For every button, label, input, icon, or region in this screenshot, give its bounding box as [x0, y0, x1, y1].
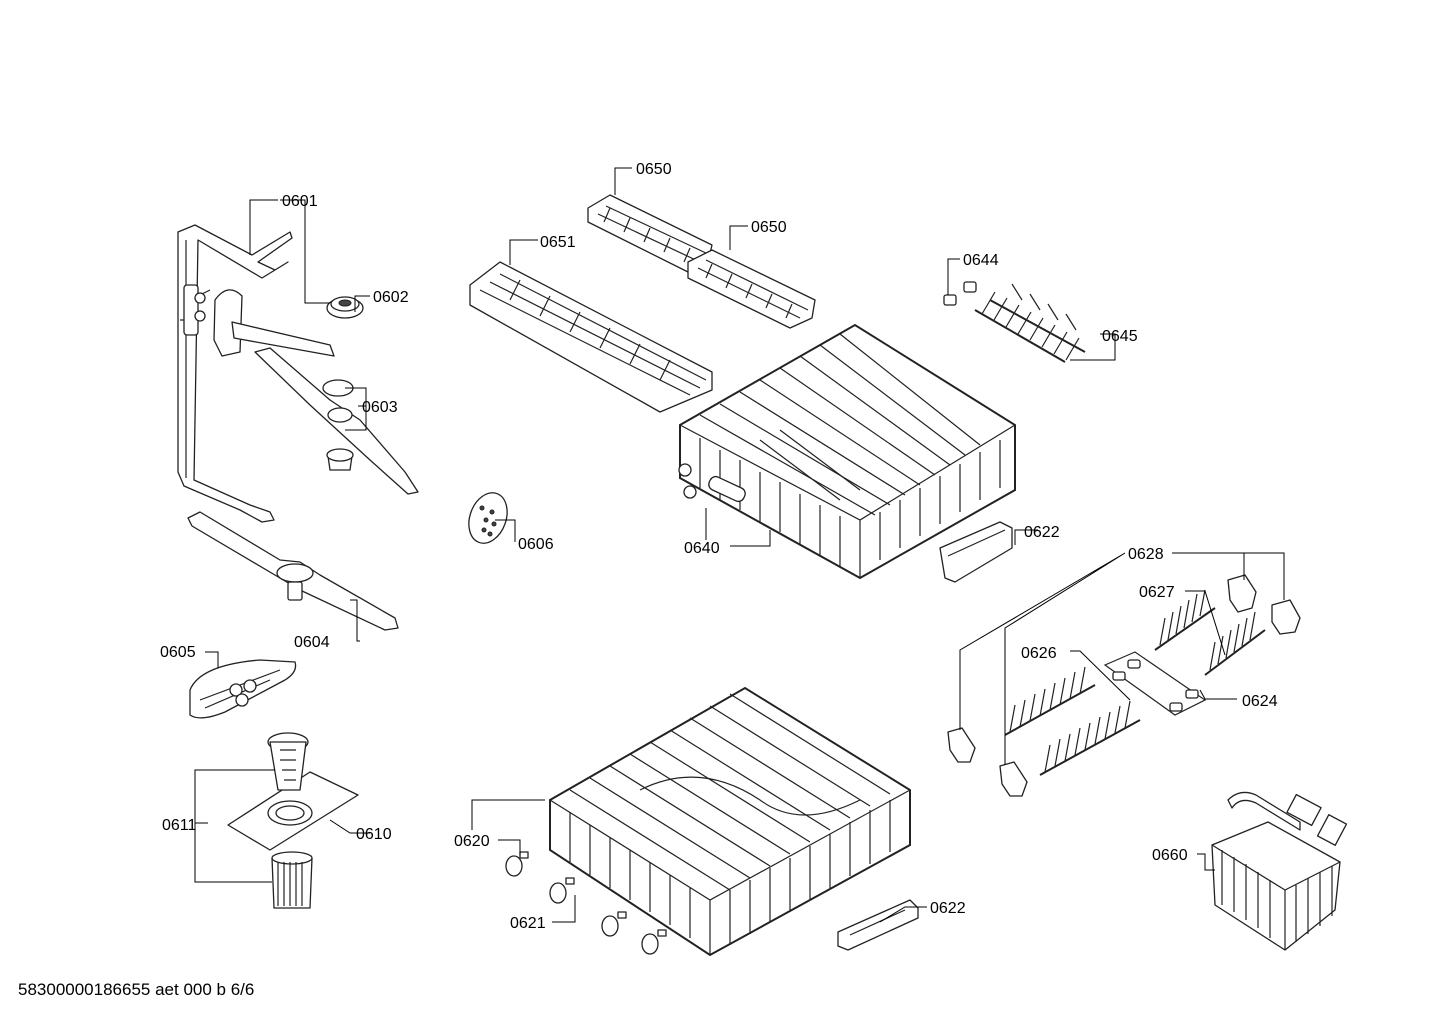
folding-spike-rack-part [974, 283, 1086, 363]
cover-plate-part [189, 659, 297, 719]
basket-wheel-part [505, 851, 667, 955]
label-0650-upper: 0650 [636, 161, 672, 178]
clip-part [943, 281, 977, 306]
tine-row-part-0627 [1154, 589, 1266, 676]
label-0604: 0604 [294, 634, 330, 651]
label-0650-lower: 0650 [751, 219, 787, 236]
label-0626: 0626 [1021, 645, 1057, 662]
label-0602: 0602 [373, 289, 409, 306]
upper-spray-arm-part [213, 289, 419, 495]
lower-basket-part [549, 686, 911, 957]
label-0603: 0603 [362, 399, 398, 416]
label-0622-upper: 0622 [1024, 524, 1060, 541]
label-0621: 0621 [510, 915, 546, 932]
holder-bracket-part [947, 574, 1301, 797]
micro-filter-part [227, 771, 359, 851]
bracket-clip-part [1103, 651, 1207, 716]
basket-handle-part-lower [837, 899, 919, 951]
label-0627: 0627 [1139, 584, 1175, 601]
part-number-labels: 0601 0602 0603 0604 0605 0606 0610 0611 … [160, 161, 1278, 932]
label-0651: 0651 [540, 234, 576, 251]
cutlery-tray-part [469, 261, 713, 413]
tine-row-part-0626 [1004, 666, 1141, 776]
cutlery-basket-part [1211, 791, 1348, 951]
label-0606: 0606 [518, 536, 554, 553]
label-0622-lower: 0622 [930, 900, 966, 917]
bearing-ring-part [326, 296, 364, 319]
label-0628: 0628 [1128, 546, 1164, 563]
label-0645: 0645 [1102, 328, 1138, 345]
filter-assembly-part [267, 732, 313, 909]
basket-handle-part-upper [939, 521, 1013, 583]
label-0605: 0605 [160, 644, 196, 661]
upper-basket-part [678, 323, 1016, 580]
label-0640: 0640 [684, 540, 720, 557]
lower-spray-arm-part [187, 511, 399, 631]
label-0624: 0624 [1242, 693, 1278, 710]
label-0610: 0610 [356, 826, 392, 843]
label-0660: 0660 [1152, 847, 1188, 864]
tray-insert-part-1 [587, 194, 713, 273]
round-sieve-part [468, 492, 508, 544]
supply-pipe-part [177, 224, 293, 523]
label-0644: 0644 [963, 252, 999, 269]
label-0601: 0601 [282, 193, 318, 210]
leader-lines [194, 167, 1285, 923]
document-code: 58300000186655 aet 000 b 6/6 [18, 980, 255, 999]
label-0620: 0620 [454, 833, 490, 850]
tray-insert-part-2 [687, 249, 816, 329]
label-0611: 0611 [162, 817, 197, 834]
